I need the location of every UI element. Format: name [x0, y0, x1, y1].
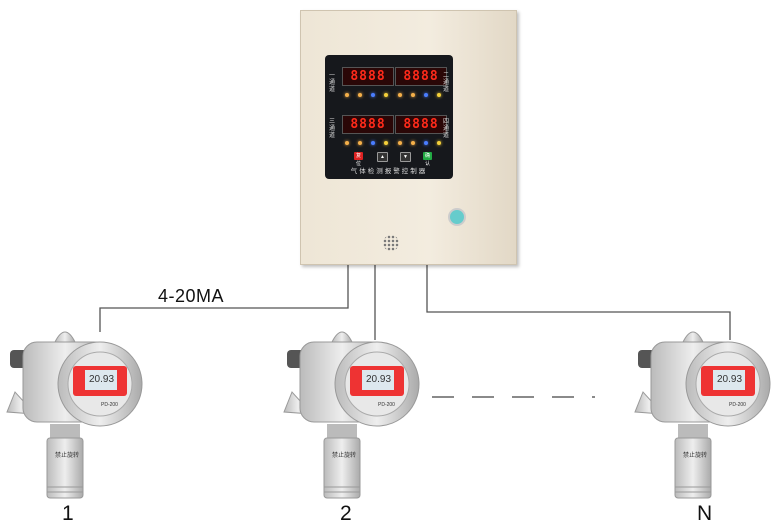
- detector-body-icon: [283, 331, 420, 499]
- status-led: [345, 93, 349, 97]
- detector-model: PD-200: [101, 402, 118, 408]
- wire-detector-1: [99, 262, 349, 332]
- status-led: [358, 93, 362, 97]
- status-led: [384, 93, 388, 97]
- control-panel-face: 8888 8888 8888 8888 一通道 二通道 三通道 四通道 复位 ▲…: [325, 55, 453, 179]
- alarm-controller: 8888 8888 8888 8888 一通道 二通道 三通道 四通道 复位 ▲…: [300, 10, 517, 265]
- status-led: [384, 141, 388, 145]
- signal-label: 4-20MA: [158, 286, 225, 306]
- status-led: [437, 93, 441, 97]
- gas-detector: 20.93 PD-200 禁止旋转: [282, 322, 422, 502]
- status-led: [398, 141, 402, 145]
- detector-body-icon: [634, 331, 771, 499]
- channel-4-display: 8888: [395, 115, 447, 134]
- wire-detector-n: [426, 262, 731, 340]
- channel-1-label: 一通道: [329, 73, 336, 93]
- key-lock-icon[interactable]: [448, 208, 466, 226]
- detector-body-icon: [6, 331, 143, 499]
- status-led: [345, 141, 349, 145]
- detector-number-label: 1: [62, 502, 74, 525]
- sensor-warning-label: 禁止旋转: [683, 453, 708, 459]
- confirm-button[interactable]: 确认: [423, 152, 432, 167]
- status-led: [424, 141, 428, 145]
- detector-model: PD-200: [378, 402, 395, 408]
- channel-4-label: 四通道: [443, 119, 450, 139]
- up-button[interactable]: ▲: [377, 152, 388, 162]
- speaker-grille-icon: [383, 235, 399, 251]
- down-button[interactable]: ▼: [400, 152, 411, 162]
- status-led: [411, 93, 415, 97]
- detector-reading: 20.93: [366, 374, 392, 385]
- sensor-warning-label: 禁止旋转: [332, 453, 357, 459]
- channel-3-label: 三通道: [329, 119, 336, 139]
- gas-detector: 20.93 PD-200 禁止旋转: [633, 322, 773, 502]
- reset-button[interactable]: 复位: [354, 152, 363, 167]
- gas-detector: 20.93 PD-200 禁止旋转: [5, 322, 145, 502]
- status-led: [437, 141, 441, 145]
- detector-number-label: 2: [340, 502, 352, 525]
- detector-reading: 20.93: [89, 374, 115, 385]
- detector-number-label: N: [697, 502, 713, 525]
- status-led: [424, 93, 428, 97]
- controller-title: 气体检测报警控制器: [350, 168, 428, 175]
- status-led: [371, 93, 375, 97]
- status-led: [411, 141, 415, 145]
- status-led: [398, 93, 402, 97]
- channel-3-display: 8888: [342, 115, 394, 134]
- detector-reading: 20.93: [717, 374, 743, 385]
- channel-2-label: 二通道: [443, 73, 450, 93]
- status-led: [358, 141, 362, 145]
- channel-1-display: 8888: [342, 67, 394, 86]
- status-led: [371, 141, 375, 145]
- sensor-warning-label: 禁止旋转: [55, 453, 80, 459]
- detector-model: PD-200: [729, 402, 746, 408]
- channel-2-display: 8888: [395, 67, 447, 86]
